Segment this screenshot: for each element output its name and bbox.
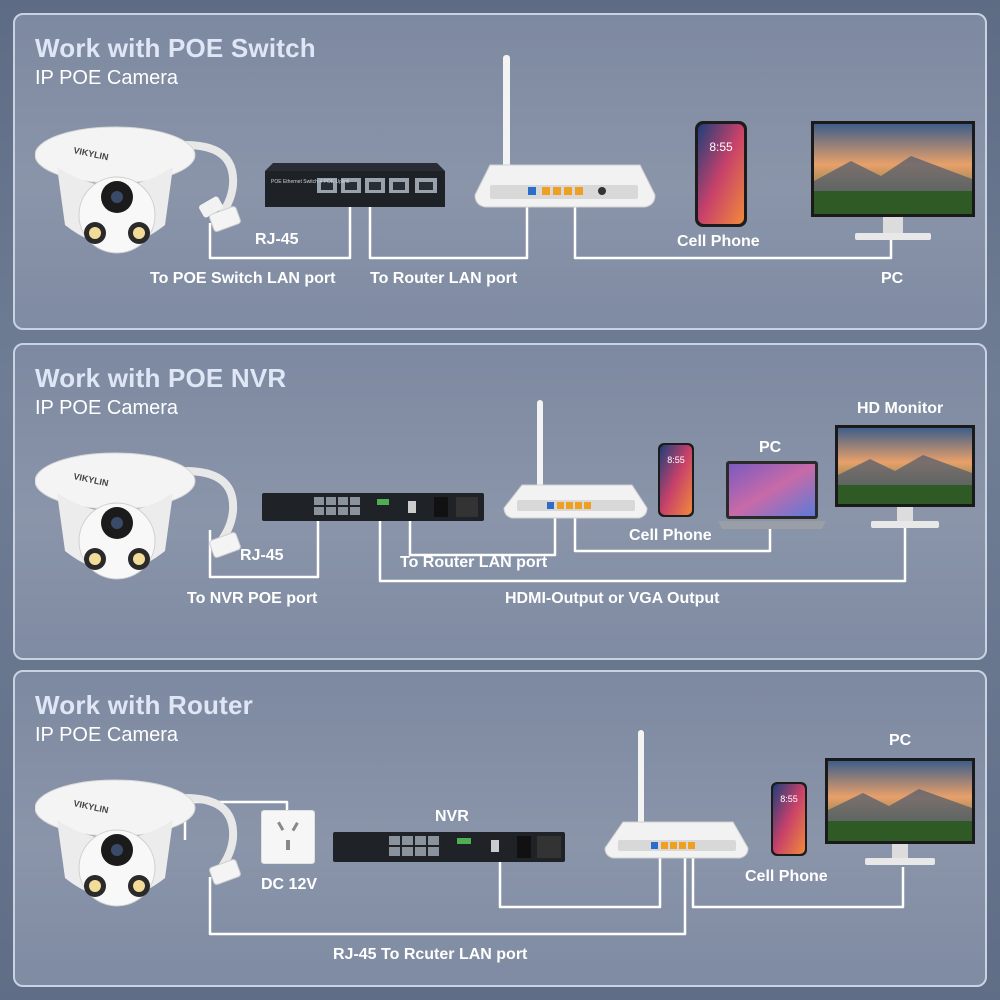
wire-camera-router: [208, 852, 687, 936]
cell-phone-icon: 8:55: [771, 782, 807, 856]
laptop-pc-icon: [718, 461, 826, 529]
router-icon: [474, 55, 656, 208]
label-nvr-port: To NVR POE port: [187, 590, 318, 607]
phone-time: 8:55: [709, 140, 733, 154]
connection-wires: [208, 200, 893, 260]
panel-poe-switch: Work with POE Switch IP POE Camera VIKYL…: [13, 13, 987, 330]
wire-switch-router: [368, 200, 529, 260]
pc-monitor-icon: [825, 758, 975, 865]
wire-router-pc: [573, 200, 893, 260]
dome-camera-icon: VIKYLIN: [35, 452, 241, 580]
label-cell-phone: Cell Phone: [677, 233, 760, 250]
label-router-port: To Router LAN port: [370, 270, 518, 287]
label-hd-monitor: HD Monitor: [857, 400, 944, 417]
hd-monitor-icon: [835, 425, 975, 528]
label-pc: PC: [889, 732, 912, 749]
wire-camera-switch: [208, 200, 352, 260]
panel-router: Work with Router IP POE Camera VIKYLIN: [13, 670, 987, 987]
wire-nvr-router: [498, 852, 662, 909]
switch-label: POE Ethernet Switch 4 POE Uplink: [271, 179, 350, 185]
label-hdmi-output: HDMI-Output or VGA Output: [505, 590, 720, 607]
wire-camera-nvr: [208, 515, 320, 579]
panel-subtitle: IP POE Camera: [35, 397, 179, 419]
panel-title: Work with POE Switch: [35, 33, 316, 63]
dome-camera-icon: VIKYLIN: [35, 126, 241, 254]
label-cell-phone: Cell Phone: [629, 527, 712, 544]
label-rj45-router-port: RJ-45 To Rcuter LAN port: [333, 946, 528, 963]
poe-switch-icon: POE Ethernet Switch 4 POE Uplink: [265, 163, 445, 207]
dome-camera-icon: VIKYLIN: [35, 779, 241, 907]
power-socket-icon: [261, 810, 315, 864]
wire-router-pc: [691, 852, 905, 909]
phone-time: 8:55: [667, 455, 685, 465]
panel-subtitle: IP POE Camera: [35, 724, 179, 746]
wire-router-pc: [573, 515, 772, 553]
wire-nvr-monitor: [378, 510, 907, 583]
label-rj45: RJ-45: [240, 547, 284, 564]
panel-subtitle: IP POE Camera: [35, 67, 179, 89]
cell-phone-icon: 8:55: [695, 121, 747, 227]
phone-time: 8:55: [780, 794, 798, 804]
pc-monitor-icon: [811, 121, 975, 240]
label-pc: PC: [759, 439, 782, 456]
router-icon: [604, 730, 749, 859]
label-switch-port: To POE Switch LAN port: [150, 270, 336, 287]
label-pc: PC: [881, 270, 904, 287]
router-icon: [503, 400, 648, 519]
cell-phone-icon: 8:55: [658, 443, 694, 517]
panel-title: Work with POE NVR: [35, 363, 287, 393]
nvr-icon: [333, 832, 565, 862]
panel-poe-nvr: Work with POE NVR IP POE Camera VIKYLIN: [13, 343, 987, 660]
panel-title: Work with Router: [35, 690, 253, 720]
connection-wires: [208, 510, 907, 583]
label-nvr: NVR: [435, 808, 469, 825]
label-router-port: To Router LAN port: [400, 554, 548, 571]
label-dc-12v: DC 12V: [261, 876, 318, 893]
nvr-icon: [262, 493, 484, 521]
label-cell-phone: Cell Phone: [745, 868, 828, 885]
label-rj45: RJ-45: [255, 231, 299, 248]
wire-nvr-router: [408, 515, 557, 557]
